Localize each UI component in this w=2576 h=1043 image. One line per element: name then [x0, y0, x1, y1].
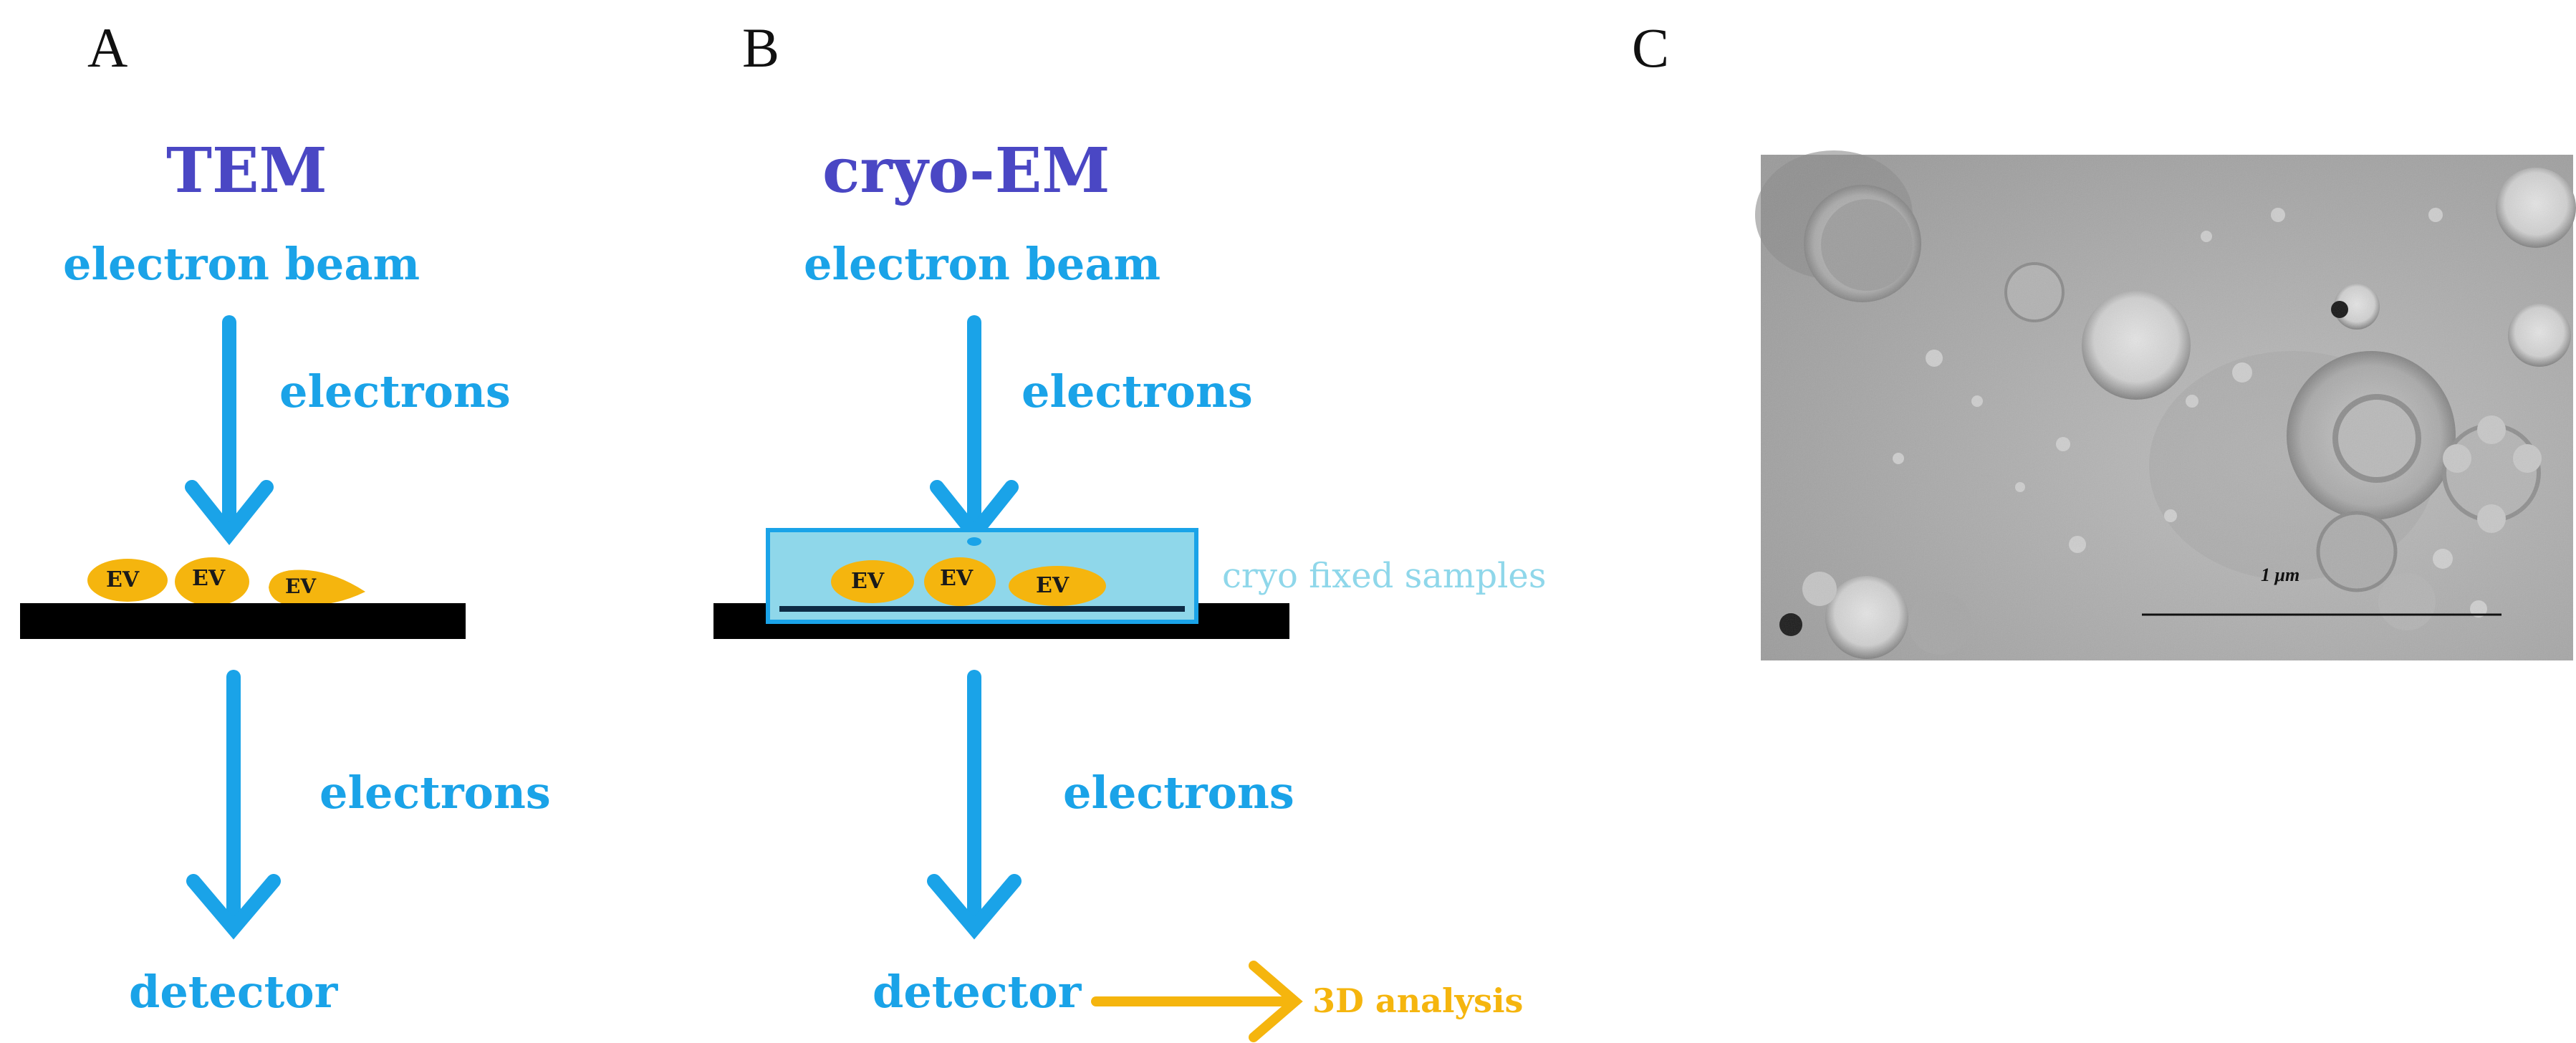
analysis-arrow — [1091, 961, 1303, 1042]
detector-label-b: detector — [873, 966, 1082, 1018]
ev-label: EV — [285, 575, 317, 598]
transmitted-electrons-label-a: electrons — [319, 766, 551, 819]
panel-letter-a: A — [87, 16, 128, 79]
detector-label-a: detector — [129, 966, 338, 1018]
ev-label: EV — [106, 567, 140, 592]
ev-particle — [87, 559, 168, 602]
ev-label: EV — [1036, 573, 1070, 598]
ev-particle — [831, 560, 914, 603]
scale-bar-label: 1 μm — [2261, 564, 2300, 585]
panel-a — [20, 315, 466, 940]
panel-title-a: TEM — [166, 135, 327, 207]
incident-electrons-label-b: electrons — [1022, 365, 1253, 418]
incident-arrow-a — [185, 315, 274, 546]
panel-letter-b: B — [742, 16, 780, 79]
ev-label: EV — [192, 566, 226, 591]
ev-particle — [1009, 566, 1106, 606]
electron-beam-label-a: electron beam — [63, 238, 420, 290]
electron-beam-label-b: electron beam — [804, 238, 1161, 290]
ev-label: EV — [940, 566, 974, 591]
transmitted-electrons-label-b: electrons — [1063, 766, 1294, 819]
ev-particle — [924, 557, 996, 606]
transmitted-arrow-b — [927, 670, 1022, 940]
cryo-fixed-samples-label: cryo fixed samples — [1222, 556, 1547, 596]
ev-particle — [269, 569, 365, 606]
ev-label: EV — [851, 569, 885, 594]
micrograph-image — [1755, 150, 2576, 660]
ev-group-b — [831, 557, 1106, 606]
ev-group-a — [87, 557, 365, 606]
panel-title-b: cryo-EM — [822, 135, 1110, 207]
beam-droplet — [967, 537, 981, 546]
transmitted-arrow-a — [186, 670, 281, 940]
3d-analysis-label: 3D analysis — [1312, 981, 1524, 1020]
ev-particle — [175, 557, 249, 606]
panel-b — [713, 315, 1303, 1042]
incident-arrow-b — [930, 315, 1019, 546]
panel-letter-c: C — [1632, 16, 1670, 79]
specimen-stage-a — [20, 603, 466, 639]
incident-electrons-label-a: electrons — [279, 365, 511, 418]
